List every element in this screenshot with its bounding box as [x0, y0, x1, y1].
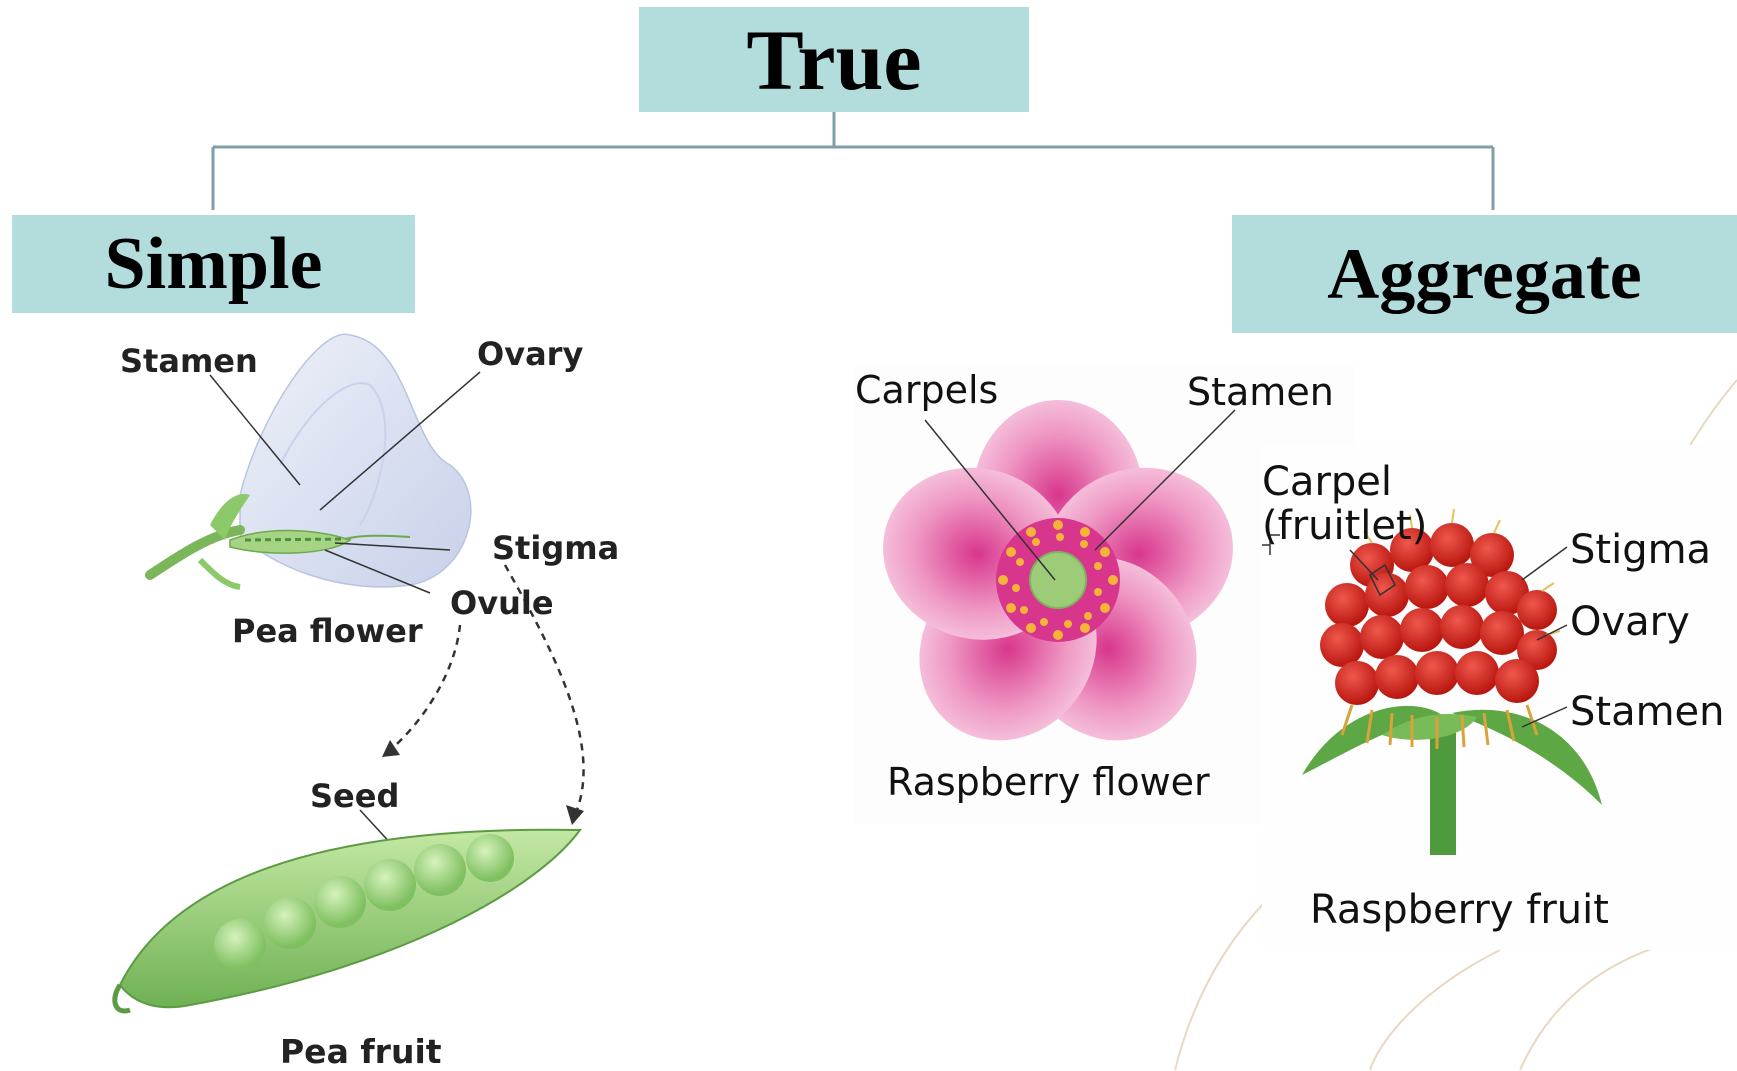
label-pea-fruit: Pea fruit — [280, 1035, 442, 1068]
raspberry-flower-drawing — [861, 400, 1256, 776]
label-carpels: Carpels — [855, 371, 998, 409]
branch-node-label: Simple — [105, 222, 323, 307]
label-ovary: Ovary — [477, 338, 583, 370]
root-node-label: True — [746, 10, 921, 110]
pea-illustration — [110, 325, 650, 1070]
pea-pod-drawing — [115, 830, 580, 1011]
pea-illustration-panel: Stamen Ovary Stigma Ovule Pea flower See… — [110, 325, 650, 1070]
label-ovule: Ovule — [450, 587, 554, 619]
label-raspberry-flower: Raspberry flower — [887, 763, 1210, 801]
label-stigma: Stigma — [1570, 530, 1711, 570]
branch-node-aggregate: Aggregate — [1232, 215, 1737, 333]
label-stamen: Stamen — [120, 345, 258, 377]
branch-node-simple: Simple — [12, 215, 415, 313]
label-stamen: Stamen — [1570, 692, 1725, 732]
carpel-bracket-line — [1330, 540, 1420, 620]
label-ovary: Ovary — [1570, 602, 1690, 642]
label-raspberry-fruit: Raspberry fruit — [1310, 890, 1609, 930]
label-stamen: Stamen — [1187, 373, 1334, 411]
label-seed: Seed — [310, 780, 399, 812]
root-node-true: True — [639, 7, 1029, 112]
branch-node-label: Aggregate — [1327, 233, 1642, 316]
arrow-head-icon — [566, 805, 584, 825]
label-carpel: Carpel — [1262, 462, 1392, 502]
label-pea-flower: Pea flower — [232, 615, 423, 647]
label-stigma: Stigma — [492, 532, 619, 564]
